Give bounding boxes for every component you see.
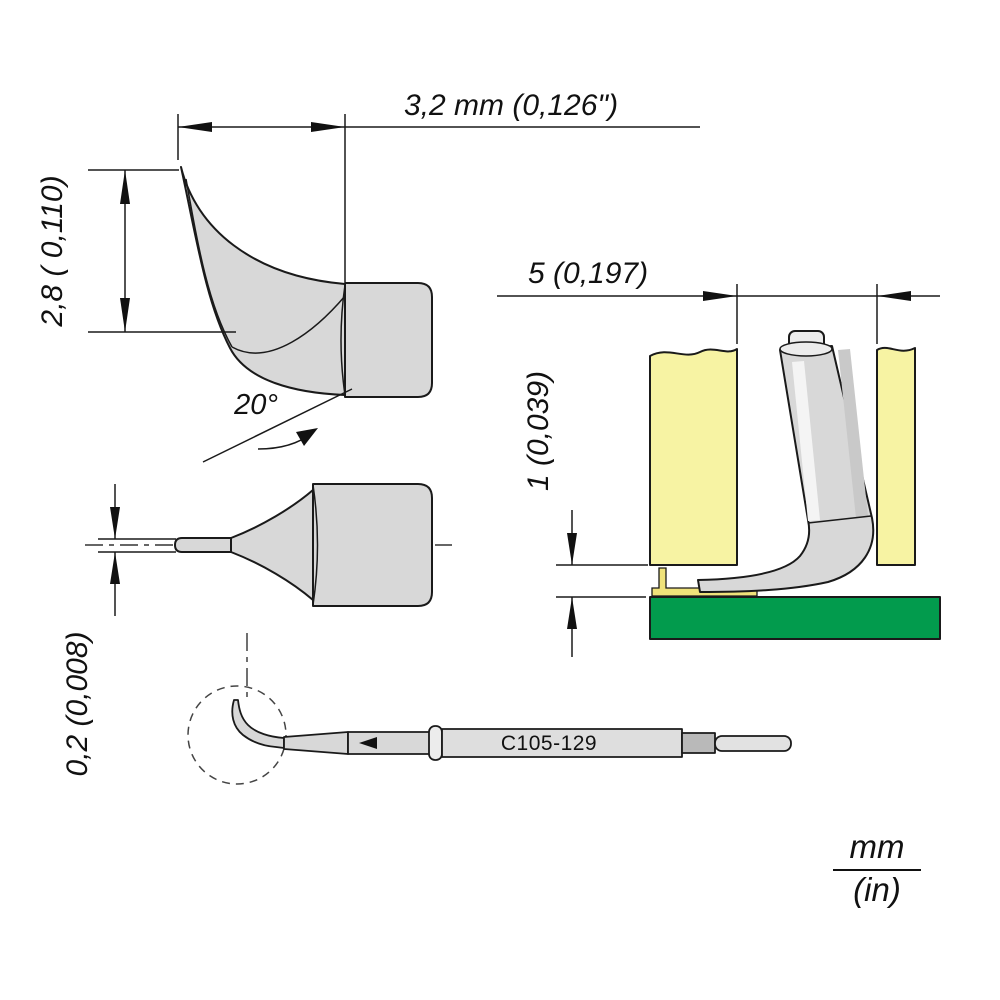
cartridge-body: [441, 728, 683, 758]
dimension-width: 3,2 mm (0,126"): [177, 89, 700, 282]
cone-shaft-junction-line: [312, 484, 319, 606]
height-label: 2,8 ( 0,110): [36, 175, 69, 327]
arrowhead-left: [178, 122, 212, 132]
units-legend: mm (in): [833, 828, 921, 908]
front-view: [85, 483, 452, 607]
cartridge-taper: [283, 731, 349, 755]
tip-flat-end: [174, 537, 232, 553]
tip-highlight-stripe: [792, 361, 820, 521]
arrowhead-down: [120, 298, 130, 332]
shoulder-transition-line: [340, 284, 346, 396]
tip-body-bent: [697, 345, 875, 593]
blade-face-line: [185, 178, 233, 348]
angle-arrowhead: [296, 428, 318, 446]
tip-bend-seam: [807, 515, 872, 524]
cartridge-view: C105-129: [187, 633, 792, 785]
orientation-mark: [359, 737, 377, 749]
component-left: [649, 348, 738, 566]
unit-in-label: (in): [853, 871, 901, 908]
tip-top-cap: [779, 341, 833, 357]
tip-shaft-front: [312, 483, 433, 607]
dimension-gap: 5 (0,197): [497, 257, 940, 344]
blade-face-edge: [231, 295, 346, 354]
application-view: [649, 330, 941, 640]
part-number-label: C105-129: [501, 732, 597, 755]
side-view: 20°: [180, 166, 433, 463]
arrowhead-down: [567, 533, 577, 565]
component-right: [876, 346, 916, 566]
cartridge-heater-junction: [681, 732, 716, 754]
arrowhead-right: [311, 122, 345, 132]
tip-cone: [230, 489, 314, 601]
unit-mm-label: mm: [850, 828, 905, 865]
pcb-board: [649, 596, 941, 640]
standoff-label: 1 (0,039): [522, 371, 555, 491]
tip-shaft-side: [344, 282, 433, 398]
tip-blade-shape: [180, 166, 346, 396]
arrowhead-left: [877, 291, 911, 301]
thickness-label: 0,2 (0,008): [61, 631, 94, 776]
dimension-thickness: 0,2 (0,008): [61, 484, 176, 777]
cartridge-ring: [428, 725, 443, 761]
tip-shade-stripe: [838, 349, 868, 518]
arrowhead-up: [110, 552, 120, 584]
arrowhead-up: [120, 170, 130, 204]
arrowhead-right: [703, 291, 737, 301]
arrowhead-up: [567, 597, 577, 629]
gap-label: 5 (0,197): [528, 257, 648, 290]
dimension-height: 2,8 ( 0,110): [36, 169, 236, 333]
cartridge-tip-mini: [231, 699, 285, 749]
width-label: 3,2 mm (0,126"): [404, 89, 618, 122]
arrowhead-down: [110, 507, 120, 539]
tip-detail-circle: [187, 685, 287, 785]
dimension-standoff: 1 (0,039): [522, 371, 648, 657]
angle-reference-line: [202, 388, 353, 463]
cartridge-connector-end: [714, 735, 792, 752]
angle-label: 20°: [233, 389, 278, 421]
